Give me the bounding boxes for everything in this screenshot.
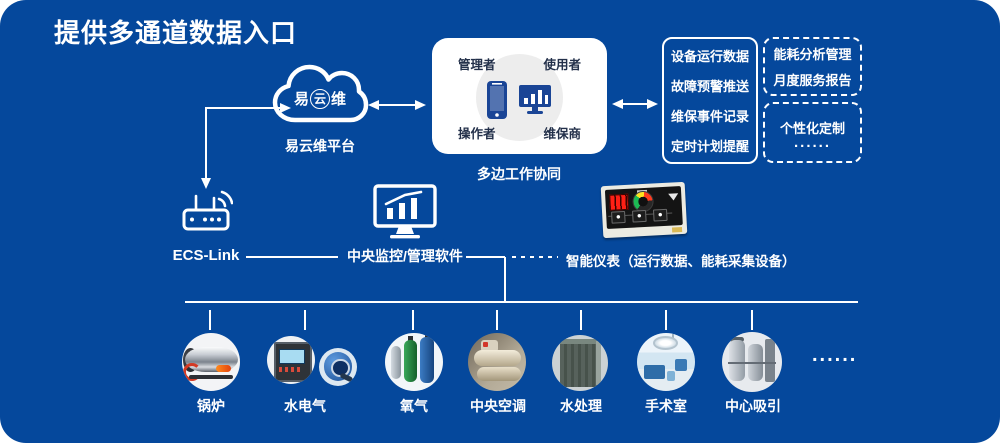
device-photo-boiler bbox=[182, 333, 240, 391]
cloud-platform: 易云维 易云维平台 bbox=[270, 60, 370, 154]
more-devices-ellipsis: ...... bbox=[812, 344, 858, 366]
collaboration-caption: 多边工作协同 bbox=[477, 166, 561, 182]
role-operator: 操作者 bbox=[458, 127, 496, 141]
device-photo-hvac bbox=[468, 333, 526, 391]
central-software-node: 中央监控/管理软件 bbox=[340, 184, 470, 266]
cloud-logo-char: 维 bbox=[331, 91, 347, 108]
arrowhead-right-icon bbox=[647, 99, 658, 109]
device-photo-water-meter bbox=[319, 348, 357, 386]
arrowhead-down-icon bbox=[201, 178, 211, 189]
data-output-box: 设备运行数据 故障预警推送 维保事件记录 定时计划提醒 bbox=[662, 37, 758, 164]
ellipsis-dots: ...... bbox=[793, 134, 831, 151]
cloud-to-gateway-line bbox=[205, 107, 281, 179]
meter-antenna-icon bbox=[668, 193, 679, 201]
gateway-node: ECS-Link bbox=[156, 186, 256, 264]
output-line: 故障预警推送 bbox=[670, 79, 749, 94]
meter-subdisplay bbox=[611, 210, 626, 224]
output-line: 月度服务报告 bbox=[773, 73, 852, 88]
device-label-utilities: 水电气 bbox=[284, 398, 326, 414]
device-photo-oxygen bbox=[385, 333, 443, 391]
cloud-logo: 易云维 bbox=[270, 88, 370, 109]
monitor-chart-icon bbox=[373, 184, 437, 239]
device-label-operating-room: 手术室 bbox=[645, 398, 687, 414]
output-line: 能耗分析管理 bbox=[773, 47, 852, 62]
gateway-label: ECS-Link bbox=[172, 247, 240, 264]
role-user: 使用者 bbox=[543, 58, 581, 72]
cloud-logo-char-ringed: 云 bbox=[310, 88, 330, 109]
screen-chart-icon bbox=[519, 85, 551, 114]
device-photo-central-suction bbox=[722, 332, 782, 392]
device-label-water-treatment: 水处理 bbox=[560, 398, 602, 414]
arrowhead-left-icon bbox=[612, 99, 623, 109]
cloud-logo-char: 易 bbox=[293, 91, 309, 108]
cloud-platform-label: 易云维平台 bbox=[285, 138, 355, 154]
output-line: 定时计划提醒 bbox=[670, 139, 749, 154]
meter-subdisplay bbox=[632, 209, 647, 223]
output-line: 设备运行数据 bbox=[670, 49, 749, 64]
central-software-label: 中央监控/管理软件 bbox=[347, 248, 463, 264]
smart-meter-label: 智能仪表（运行数据、能耗采集设备） bbox=[566, 254, 796, 269]
router-icon bbox=[182, 190, 233, 231]
device-photo-operating-room bbox=[637, 333, 695, 391]
analysis-box: 能耗分析管理 月度服务报告 bbox=[763, 37, 862, 96]
device-label-central-suction: 中心吸引 bbox=[725, 398, 781, 414]
arrowhead-right-icon bbox=[280, 103, 291, 113]
device-label-boiler: 锅炉 bbox=[197, 398, 225, 414]
device-photo-water-treatment bbox=[552, 335, 608, 391]
device-label-oxygen: 氧气 bbox=[400, 398, 428, 414]
device-photo-power-meter bbox=[267, 336, 315, 384]
collaboration-panel: 管理者 使用者 操作者 维保商 bbox=[432, 38, 607, 154]
role-maintainer: 维保商 bbox=[543, 127, 581, 141]
meter-tag bbox=[671, 227, 683, 233]
customization-box: 个性化定制 ...... bbox=[763, 102, 862, 163]
output-line: 个性化定制 bbox=[779, 121, 845, 136]
device-label-hvac: 中央空调 bbox=[470, 398, 526, 414]
arrowhead-left-icon bbox=[368, 100, 379, 110]
meter-subdisplay bbox=[652, 208, 668, 222]
arrowhead-right-icon bbox=[415, 100, 426, 110]
meter-led-display bbox=[609, 193, 629, 211]
smart-meter-photo bbox=[600, 181, 688, 239]
page-title: 提供多通道数据入口 bbox=[54, 18, 298, 48]
role-manager: 管理者 bbox=[458, 58, 496, 72]
output-line: 维保事件记录 bbox=[670, 109, 749, 124]
cloud-icon bbox=[272, 64, 369, 123]
phone-icon bbox=[487, 81, 507, 119]
